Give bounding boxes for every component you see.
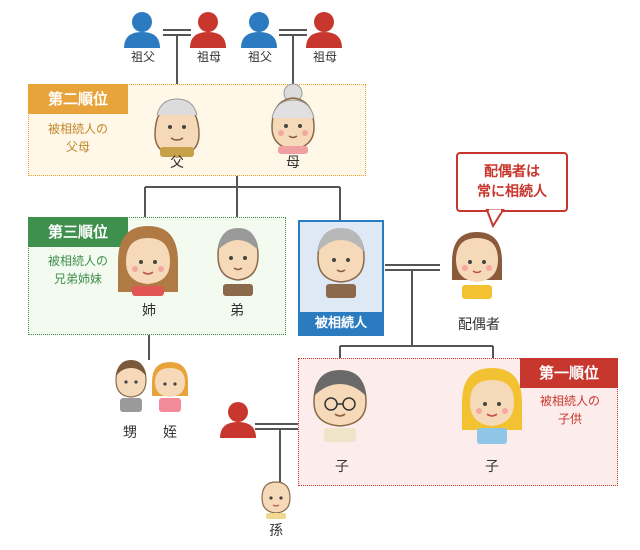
child-label: 子 — [335, 459, 349, 475]
male-person-icon — [124, 12, 160, 48]
order1-desc: 被相続人の子供 — [539, 394, 600, 426]
niece-label: 姪 — [163, 425, 177, 441]
grandmother-label: 祖母 — [312, 50, 337, 64]
grandfather-label: 祖父 — [130, 50, 155, 64]
order2-tag: 第二順位 — [28, 84, 128, 114]
grandchild-label: 孫 — [269, 523, 283, 539]
child-label: 子 — [485, 459, 499, 475]
grandfather-label: 祖父 — [247, 50, 272, 64]
grandmother-label: 祖母 — [196, 50, 221, 64]
order2-desc: 被相続人の父母 — [47, 122, 108, 154]
female-person-icon — [306, 12, 342, 48]
deceased-label: 被相続人 — [298, 312, 384, 336]
order3-tag: 第三順位 — [28, 217, 128, 247]
brother-label: 弟 — [230, 303, 244, 319]
spouse-callout: 配偶者は常に相続人 — [456, 152, 568, 212]
nephew-label: 甥 — [123, 425, 137, 441]
female-person-icon — [190, 12, 226, 48]
mother-label: 母 — [286, 155, 300, 171]
father-label: 父 — [170, 155, 184, 171]
male-person-icon — [241, 12, 277, 48]
order3-desc: 被相続人の兄弟姉妹 — [47, 254, 108, 286]
spouse-label: 配偶者 — [458, 317, 500, 333]
order1-tag: 第一順位 — [520, 358, 618, 388]
sister-label: 姉 — [142, 303, 156, 319]
female-person-icon — [220, 402, 256, 438]
